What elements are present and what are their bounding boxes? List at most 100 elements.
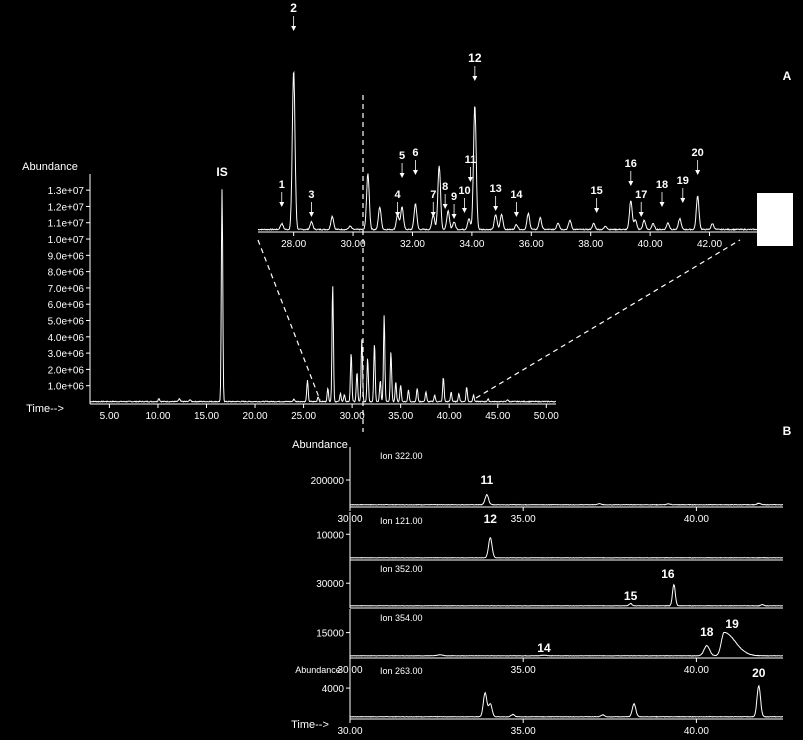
x-tick-label: 20.00 — [243, 411, 268, 422]
arrow-head — [451, 214, 457, 219]
ion-label: Ion 354.00 — [380, 613, 423, 623]
peak-label: 12 — [484, 512, 498, 526]
peak-label: 18 — [656, 179, 668, 191]
panel-label-a: A — [783, 69, 792, 83]
y-tick-label: 7.0e+06 — [48, 284, 85, 295]
peak-label: 8 — [442, 181, 448, 193]
y-tick-label: 1.2e+07 — [48, 202, 85, 213]
x-axis-title: Time--> — [291, 719, 329, 731]
x-tick-label: 10.00 — [145, 411, 170, 422]
x-tick-label: 36.00 — [519, 239, 544, 250]
peak-label: 2 — [290, 1, 297, 15]
peak-label: 14 — [537, 641, 551, 655]
x-axis-title: Time--> — [26, 403, 64, 415]
arrow-head — [493, 206, 499, 211]
peak-label: 10 — [458, 185, 470, 197]
peak-label: IS — [216, 165, 227, 179]
x-tick-label: 35.00 — [388, 411, 413, 422]
peak-label: 20 — [692, 147, 704, 159]
peak-label: 7 — [430, 189, 436, 201]
arrow-head — [291, 26, 297, 31]
series-line — [349, 684, 783, 718]
x-tick-label: 28.00 — [281, 239, 306, 250]
peak-label: 11 — [465, 154, 477, 166]
arrow-head — [594, 208, 600, 213]
y-tick-label: 30000 — [316, 579, 344, 590]
peak-label: 12 — [468, 51, 482, 65]
y-tick-label: 1.1e+07 — [48, 219, 85, 230]
series-line — [89, 189, 557, 403]
peak-label: 19 — [677, 175, 689, 187]
peak-label: 18 — [700, 625, 714, 639]
peak-label: 4 — [395, 189, 402, 201]
arrow-head — [695, 170, 701, 175]
series-line — [350, 537, 783, 559]
x-tick-label: 30.00 — [341, 239, 366, 250]
arrow-head — [461, 208, 467, 213]
peak-label: 16 — [625, 158, 637, 170]
x-tick-label: 35.00 — [511, 665, 536, 676]
y-tick-label: 200000 — [311, 476, 345, 487]
arrow-head — [430, 212, 436, 217]
y-tick-label: 4000 — [322, 684, 345, 695]
x-tick-label: 50.00 — [534, 411, 559, 422]
x-tick-label: 40.00 — [684, 665, 709, 676]
peak-label: 1 — [279, 179, 285, 191]
x-tick-label: 45.00 — [485, 411, 510, 422]
y-tick-label: 3.0e+06 — [48, 349, 85, 360]
peak-label: 17 — [635, 189, 647, 201]
series-line — [349, 493, 784, 506]
ion-label: Ion 322.00 — [380, 451, 423, 461]
arrow-head — [638, 212, 644, 217]
zoom-guide-right — [475, 239, 741, 399]
x-tick-label: 25.00 — [291, 411, 316, 422]
y-tick-label: 10000 — [316, 530, 344, 541]
arrow-head — [279, 202, 285, 207]
x-tick-label: 40.00 — [437, 411, 462, 422]
x-tick-label: 42.00 — [697, 239, 722, 250]
x-tick-label: 35.00 — [511, 514, 536, 525]
y-axis-title: Abundance — [22, 161, 78, 173]
arrow-head — [628, 181, 634, 186]
ion-label: Ion 352.00 — [380, 564, 423, 574]
arrow-head — [442, 204, 448, 209]
peak-label: 16 — [661, 567, 675, 581]
y-tick-label: 9.0e+06 — [48, 251, 85, 262]
x-tick-label: 5.00 — [100, 411, 120, 422]
y-tick-label: 1.0e+06 — [48, 382, 85, 393]
peak-label: 9 — [451, 191, 457, 203]
y-tick-label: 8.0e+06 — [48, 268, 85, 279]
series-line — [350, 631, 784, 657]
x-tick-label: 38.00 — [578, 239, 603, 250]
peak-label: 5 — [399, 150, 405, 162]
peak-label: 13 — [490, 183, 502, 195]
arrow-head — [472, 76, 478, 81]
series-line — [350, 583, 783, 607]
y-tick-label: 5.0e+06 — [48, 317, 85, 328]
x-tick-label: 35.00 — [511, 726, 536, 737]
y-axis-title: Abundance — [295, 665, 341, 675]
x-tick-label: 40.00 — [638, 239, 663, 250]
peak-label: 15 — [591, 185, 603, 197]
y-axis-title: Abundance — [292, 439, 348, 451]
panel-label-b: B — [783, 424, 792, 438]
ion-label: Ion 263.00 — [380, 666, 423, 676]
x-tick-label: 15.00 — [194, 411, 219, 422]
x-tick-label: 40.00 — [684, 726, 709, 737]
x-tick-label: 30.00 — [340, 411, 365, 422]
peak-label: 11 — [480, 473, 493, 487]
series-line — [257, 70, 764, 231]
white-box — [757, 193, 793, 246]
x-tick-label: 34.00 — [459, 239, 484, 250]
y-tick-label: 1.0e+07 — [48, 235, 85, 246]
arrow-head — [467, 177, 473, 182]
arrow-head — [680, 198, 686, 203]
arrow-head — [395, 212, 401, 217]
arrow-head — [399, 173, 405, 178]
peak-label: 19 — [725, 617, 739, 631]
x-tick-label: 32.00 — [400, 239, 425, 250]
y-tick-label: 6.0e+06 — [48, 300, 85, 311]
arrow-head — [308, 212, 314, 217]
x-tick-label: 40.00 — [684, 514, 709, 525]
